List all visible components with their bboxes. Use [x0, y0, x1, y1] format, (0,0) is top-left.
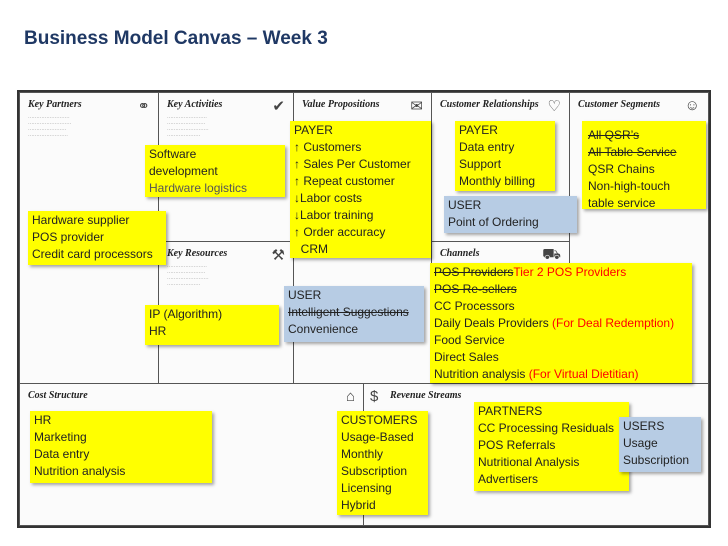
- cost-structure-heading: Cost Structure: [28, 390, 88, 401]
- note-line: QSR Chains: [588, 162, 655, 176]
- note-line: Monthly billing: [459, 174, 536, 188]
- note-line: Non-high-touch: [588, 179, 671, 193]
- note-line: IP (Algorithm): [149, 307, 223, 321]
- struck-text: POS Providers: [434, 265, 514, 279]
- note-line: Convenience: [288, 322, 359, 336]
- plain-text: Nutrition analysis: [434, 367, 529, 381]
- money-icon: $: [370, 388, 379, 405]
- note-line: POS Referrals: [478, 438, 556, 452]
- note-line: Intelligent Suggestions: [288, 305, 409, 319]
- cost-structure-note: HR Marketing Data entry Nutrition analys…: [30, 411, 212, 483]
- tag-icon: ⌂: [345, 388, 355, 405]
- red-text: (For Virtual Dietitian): [528, 367, 639, 381]
- note-line: POS ProvidersTier 2 POS Providers: [434, 264, 688, 281]
- channels-note: POS ProvidersTier 2 POS Providers POS Re…: [430, 263, 692, 383]
- note-line: CC Processing Residuals: [478, 421, 615, 435]
- note-line: ↑ Sales Per Customer: [294, 157, 411, 171]
- note-line: Advertisers: [478, 472, 539, 486]
- customer-segments-heading: Customer Segments: [578, 99, 660, 110]
- note-line: Credit card processors: [32, 247, 153, 261]
- note-line: CC Processors: [434, 299, 515, 313]
- note-line: Subscription: [341, 464, 408, 478]
- heart-icon: ♡: [547, 98, 561, 115]
- note-line: ↑ Customers: [294, 140, 362, 154]
- note-line: Food Service: [434, 333, 505, 347]
- note-line: Hybrid: [341, 498, 376, 512]
- key-partners-hint: ········································…: [28, 115, 72, 139]
- note-line: PAYER: [294, 123, 333, 137]
- note-line: Data entry: [459, 140, 515, 154]
- note-line: ↑ Order accuracy: [294, 225, 386, 239]
- note-line: ↓Labor costs: [294, 191, 363, 205]
- key-activities-hint: ········································…: [167, 115, 209, 139]
- note-line: Software: [149, 147, 197, 161]
- note-line: Nutrition analysis (For Virtual Dietitia…: [434, 366, 688, 383]
- note-line: table service: [588, 196, 656, 210]
- revenue-customers-note: CUSTOMERS Usage-Based Monthly Subscripti…: [337, 411, 428, 515]
- note-line: USER: [288, 288, 322, 302]
- note-line: USERS: [623, 419, 665, 433]
- value-propositions-heading: Value Propositions: [302, 99, 380, 110]
- note-line: Usage-Based: [341, 430, 414, 444]
- note-line: ↓Labor training: [294, 208, 374, 222]
- note-line: Point of Ordering: [448, 215, 539, 229]
- note-line: POS Re-sellers: [434, 282, 517, 296]
- revenue-partners-note: PARTNERS CC Processing Residuals POS Ref…: [474, 402, 629, 491]
- note-line: Usage: [623, 436, 658, 450]
- note-line: Nutrition analysis: [34, 464, 126, 478]
- key-resources-note: IP (Algorithm) HR: [145, 305, 279, 345]
- note-line: CRM: [294, 242, 328, 256]
- note-line: Support: [459, 157, 502, 171]
- note-line: development: [149, 164, 218, 178]
- channels-heading: Channels: [440, 248, 480, 259]
- note-line: ↑ Repeat customer: [294, 174, 395, 188]
- note-line: POS provider: [32, 230, 105, 244]
- link-icon: ⚭: [137, 98, 150, 115]
- note-line: Nutritional Analysis: [478, 455, 580, 469]
- person-icon: ☺: [684, 97, 700, 114]
- note-line: Data entry: [34, 447, 90, 461]
- note-line: HR: [149, 324, 167, 338]
- note-line: USER: [448, 198, 482, 212]
- note-line: CUSTOMERS: [341, 413, 418, 427]
- note-line: Daily Deals Providers (For Deal Redempti…: [434, 315, 688, 332]
- check-icon: ✔: [272, 98, 285, 115]
- revenue-streams-heading: Revenue Streams: [390, 390, 462, 401]
- page-title: Business Model Canvas – Week 3: [24, 28, 328, 49]
- revenue-users-note: USERS Usage Subscription: [619, 417, 701, 472]
- customer-segments-note: All QSR’s All Table Service QSR Chains N…: [582, 121, 706, 210]
- red-text: (For Deal Redemption): [552, 316, 675, 330]
- note-line: Monthly: [341, 447, 384, 461]
- relationships-user-note: USER Point of Ordering: [444, 196, 577, 233]
- gift-icon: ✉: [410, 98, 423, 115]
- key-activities-note: Software development Hardware logistics: [145, 145, 285, 197]
- note-line: Licensing: [341, 481, 392, 495]
- note-line: All Table Service: [588, 145, 677, 159]
- note-line: PAYER: [459, 123, 498, 137]
- value-proposition-payer-note: PAYER ↑ Customers ↑ Sales Per Customer ↑…: [290, 121, 431, 258]
- key-partners-heading: Key Partners: [28, 99, 82, 110]
- note-line: Hardware supplier: [32, 213, 130, 227]
- plain-text: Daily Deals Providers: [434, 316, 553, 330]
- key-partners-note: Hardware supplier POS provider Credit ca…: [28, 211, 166, 265]
- note-line: Hardware logistics: [149, 181, 248, 195]
- value-proposition-user-note: USER Intelligent Suggestions Convenience: [284, 286, 424, 342]
- note-line: Subscription: [623, 453, 690, 467]
- key-resources-hint: ········································…: [167, 264, 209, 288]
- note-line: All QSR’s: [588, 128, 640, 142]
- note-line: Marketing: [34, 430, 87, 444]
- key-resources-heading: Key Resources: [167, 248, 228, 259]
- worker-icon: ⚒: [271, 247, 285, 264]
- note-line: Direct Sales: [434, 350, 499, 364]
- note-line: PARTNERS: [478, 404, 543, 418]
- note-line: HR: [34, 413, 52, 427]
- key-activities-heading: Key Activities: [167, 99, 223, 110]
- customer-relationships-heading: Customer Relationships: [440, 99, 539, 110]
- truck-icon: ⛟: [542, 246, 561, 263]
- relationships-payer-note: PAYER Data entry Support Monthly billing: [455, 121, 555, 191]
- red-text: Tier 2 POS Providers: [513, 265, 627, 279]
